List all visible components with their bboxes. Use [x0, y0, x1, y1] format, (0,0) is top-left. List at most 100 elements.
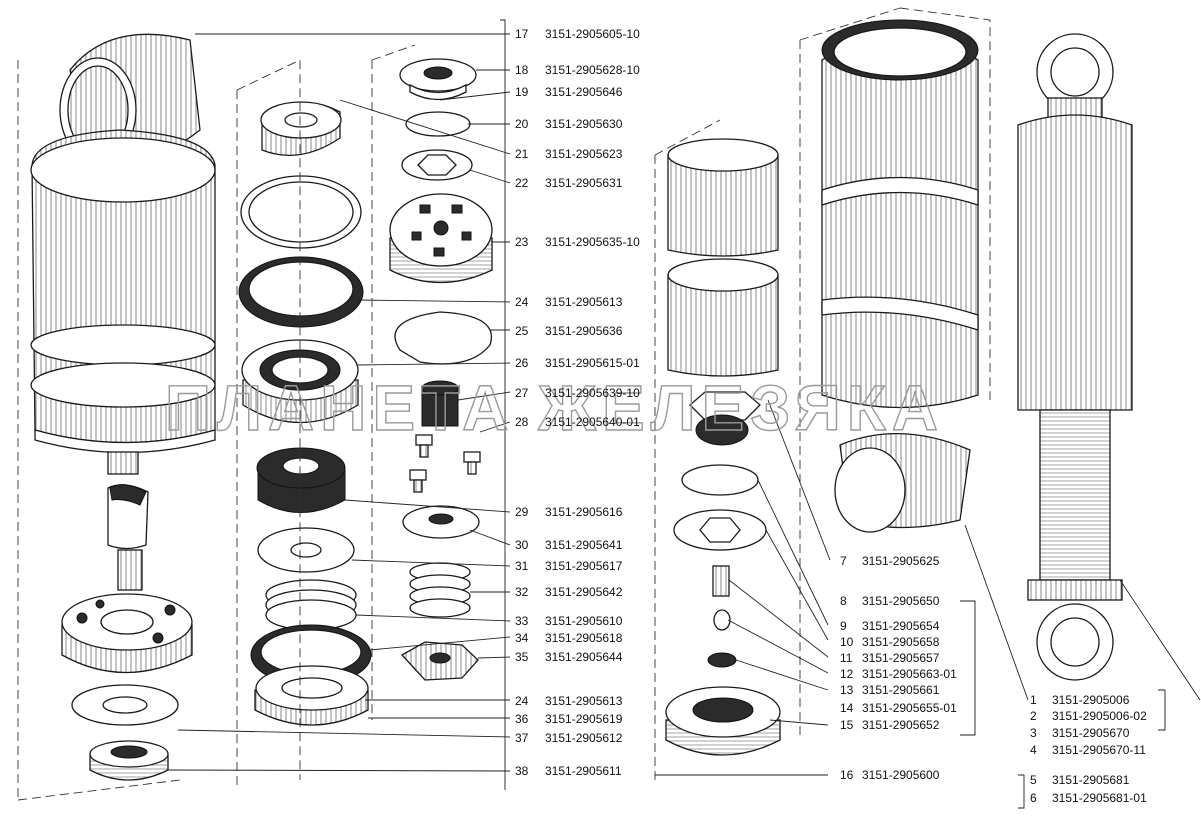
tube-upper	[667, 138, 779, 257]
rubber-seal	[256, 447, 346, 513]
callout-number: 1	[1030, 693, 1037, 707]
callout-part-code: 3151-2905613	[545, 295, 623, 309]
piston-rod	[107, 451, 149, 591]
callout-number: 23	[515, 235, 529, 249]
callout-number: 34	[515, 631, 529, 645]
callout-part-code: 3151-2905631	[545, 176, 623, 190]
callout-part-code: 3151-2905636	[545, 324, 623, 338]
callout-part-code: 3151-2905611	[545, 764, 622, 778]
callout-number: 21	[515, 147, 529, 161]
callout-part-code: 3151-2905625	[862, 554, 940, 568]
callout-part-code: 3151-2905623	[545, 147, 623, 161]
leader-lines	[167, 33, 1201, 776]
nut-27	[421, 380, 459, 427]
callout-number: 12	[840, 667, 854, 681]
base-washer	[71, 684, 179, 726]
callout-part-code: 3151-2905646	[545, 85, 623, 99]
callout-number: 17	[515, 27, 529, 41]
bearing-ring	[260, 101, 342, 156]
callout-part-code: 3151-2905640-01	[545, 415, 640, 429]
callout-part-code: 3151-2905605-10	[545, 27, 640, 41]
hex-nut-35	[400, 641, 479, 681]
callout-number: 27	[515, 386, 529, 400]
base-valve-15	[665, 686, 781, 756]
callout-number: 28	[515, 415, 529, 429]
callout-part-code: 3151-2905655-01	[862, 701, 957, 715]
callout-part-code: 3151-2905006-02	[1052, 709, 1147, 723]
callout-number: 36	[515, 712, 529, 726]
assembled-shock-absorber	[1017, 33, 1133, 681]
callout-part-code: 3151-2905670-11	[1052, 743, 1146, 757]
callout-part-code: 3151-2905670	[1052, 726, 1130, 740]
callouts-mid: 7 3151-2905625 8 3151-2905650 9 3151-2905654 1…	[840, 554, 957, 782]
callout-part-code: 3151-2905617	[545, 559, 623, 573]
callout-part-code: 3151-2905661	[862, 683, 940, 697]
base-cap	[89, 740, 169, 781]
callout-number: 37	[515, 731, 529, 745]
callout-part-code: 3151-2905642	[545, 585, 623, 599]
outer-tube-big	[821, 19, 979, 409]
callout-number: 38	[515, 764, 529, 778]
callout-number: 2	[1030, 709, 1037, 723]
group-brackets	[500, 19, 1166, 809]
callout-number: 15	[840, 718, 854, 732]
callouts-center: 17 3151-2905605-10 18 3151-2905628-10 19 3151…	[515, 27, 640, 778]
callout-number: 11	[840, 651, 853, 665]
callout-number: 31	[515, 559, 529, 573]
callout-number: 19	[515, 85, 529, 99]
callout-part-code: 3151-2905628-10	[545, 63, 640, 77]
valve-stem-12	[707, 565, 737, 668]
callout-part-code: 3151-2905658	[862, 635, 940, 649]
callout-part-code: 3151-2905618	[545, 631, 623, 645]
callout-number: 5	[1030, 773, 1037, 787]
callout-number: 8	[840, 594, 847, 608]
piston-23	[389, 193, 493, 284]
callout-number: 18	[515, 63, 529, 77]
callout-number: 22	[515, 176, 529, 190]
callout-part-code: 3151-2905654	[862, 619, 940, 633]
top-washer-18	[399, 58, 477, 101]
callout-part-code: 3151-2905615-01	[545, 356, 640, 370]
callout-part-code: 3151-2905619	[545, 712, 623, 726]
callout-number: 30	[515, 538, 529, 552]
lower-boot	[834, 433, 971, 533]
callout-number: 4	[1030, 743, 1037, 757]
callout-part-code: 3151-2905663-01	[862, 667, 957, 681]
callout-part-code: 3151-2905613	[545, 694, 623, 708]
valve-plate-21	[401, 149, 473, 181]
callout-number: 32	[515, 585, 529, 599]
callout-part-code: 3151-2905657	[862, 651, 940, 665]
callout-part-code: 3151-2905681-01	[1052, 791, 1147, 805]
assembly-lines	[17, 7, 991, 801]
callout-number: 14	[840, 701, 854, 715]
callout-number: 20	[515, 117, 529, 131]
callout-number: 13	[840, 683, 854, 697]
callout-number: 9	[840, 619, 847, 633]
callout-number: 16	[840, 768, 854, 782]
ring-10	[681, 464, 759, 496]
callout-number: 25	[515, 324, 529, 338]
base-flange	[61, 593, 193, 674]
callout-part-code: 3151-2905610	[545, 614, 623, 628]
plate-11	[673, 509, 767, 551]
tube-lower	[667, 258, 779, 377]
callout-number: 26	[515, 356, 529, 370]
callout-part-code: 3151-2905652	[862, 718, 940, 732]
callout-part-code: 3151-2905650	[862, 594, 940, 608]
screws-28	[409, 434, 481, 493]
callout-number: 24	[515, 694, 529, 708]
callout-part-code: 3151-2905635-10	[545, 235, 640, 249]
callout-number: 10	[840, 635, 854, 649]
callout-number: 7	[840, 554, 847, 568]
callout-number: 3	[1030, 726, 1037, 740]
callout-part-code: 3151-2905639-10	[545, 386, 640, 400]
watermark: ПЛАНЕТА ЖЕЛЕЗЯКА	[165, 372, 944, 444]
callout-part-code: 3151-2905616	[545, 505, 623, 519]
callout-part-code: 3151-2905630	[545, 117, 623, 131]
callout-number: 24	[515, 295, 529, 309]
callout-number: 33	[515, 614, 529, 628]
split-ring-25	[394, 311, 492, 365]
spring-33	[265, 579, 357, 631]
